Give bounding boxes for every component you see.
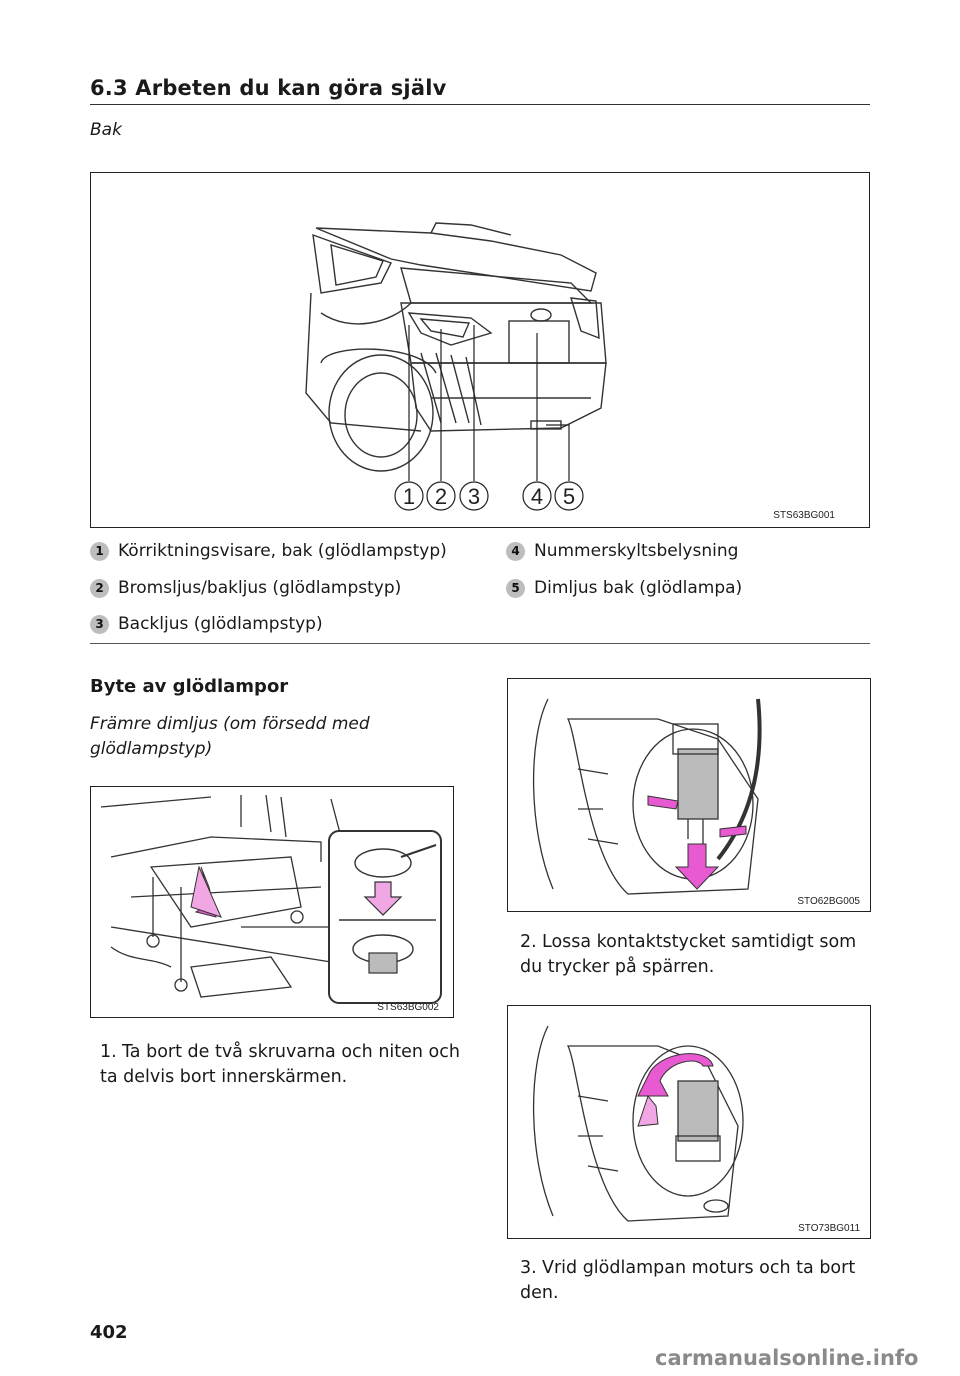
- legend-text: Dimljus bak (glödlampa): [534, 578, 743, 598]
- legend-badge: 4: [506, 541, 525, 561]
- callout-4-label: 4: [531, 484, 543, 509]
- callout-2: [426, 481, 456, 511]
- step-number: 3.: [520, 1258, 537, 1278]
- callout-1: [394, 481, 424, 511]
- callout-1-label: 1: [403, 484, 415, 509]
- legend-item-1: 1 Körriktningsvisare, bak (glödlampstyp): [90, 541, 447, 561]
- step-2: 2.Lossa kontaktstycket samtidigt som du …: [520, 930, 860, 980]
- bulb-heading: Byte av glödlampor: [90, 676, 289, 697]
- step-text: Lossa kontaktstycket samtidigt som du tr…: [520, 932, 857, 977]
- rear-car-figure: 1 2 3 4 5 STS63BG001: [90, 172, 870, 528]
- figure-code-1: STS63BG001: [773, 510, 835, 521]
- step-number: 2.: [520, 932, 537, 952]
- legend-text: Körriktningsvisare, bak (glödlampstyp): [118, 541, 447, 561]
- callout-3: [459, 481, 489, 511]
- rear-car-illustration: 1 2 3 4 5: [305, 222, 607, 511]
- figure-code-2: STS63BG002: [377, 1002, 439, 1013]
- legend-item-3: 3 Backljus (glödlampstyp): [90, 614, 323, 634]
- legend-rule: [90, 643, 870, 644]
- bulb-rotate-figure: STO73BG011: [507, 1005, 871, 1239]
- bulb-subheading: Främre dimljus (om försedd med glödlamps…: [90, 714, 370, 759]
- legend-item-4: 4 Nummerskyltsbelysning: [506, 541, 738, 561]
- fender-illustration: [100, 794, 442, 1004]
- step-number: 1.: [100, 1042, 117, 1062]
- watermark: carmanualsonline.info: [655, 1346, 919, 1370]
- page-number: 402: [90, 1322, 128, 1343]
- figure-code-4: STO73BG011: [798, 1223, 860, 1234]
- step-text: Vrid glödlampan moturs och ta bort den.: [520, 1258, 856, 1303]
- step-text: Ta bort de två skruvarna och niten och t…: [100, 1042, 460, 1087]
- connector-illustration: [532, 698, 762, 895]
- figure-code-3: STO62BG005: [797, 896, 860, 907]
- legend-badge: 1: [90, 541, 109, 561]
- legend-text: Bromsljus/bakljus (glödlampstyp): [118, 578, 402, 598]
- callout-3-label: 3: [468, 484, 480, 509]
- legend-text: Backljus (glödlampstyp): [118, 614, 323, 634]
- legend-badge: 5: [506, 578, 525, 598]
- fender-figure: STS63BG002: [90, 786, 454, 1018]
- section-title: 6.3 Arbeten du kan göra själv: [90, 76, 447, 100]
- callout-2-label: 2: [435, 484, 447, 509]
- connector-figure: STO62BG005: [507, 678, 871, 912]
- legend-item-2: 2 Bromsljus/bakljus (glödlampstyp): [90, 578, 401, 598]
- legend-badge: 3: [90, 614, 109, 634]
- step-1: 1.Ta bort de två skruvarna och niten och…: [100, 1040, 460, 1090]
- callout-5-label: 5: [563, 484, 575, 509]
- callout-4: [522, 481, 552, 511]
- rear-label: Bak: [90, 120, 122, 140]
- legend-badge: 2: [90, 578, 109, 598]
- header-rule: [90, 104, 870, 105]
- legend-item-5: 5 Dimljus bak (glödlampa): [506, 578, 742, 598]
- bulb-rotate-illustration: [532, 1025, 744, 1222]
- legend-text: Nummerskyltsbelysning: [534, 541, 739, 561]
- step-3: 3.Vrid glödlampan moturs och ta bort den…: [520, 1256, 860, 1306]
- callout-5: [554, 481, 584, 511]
